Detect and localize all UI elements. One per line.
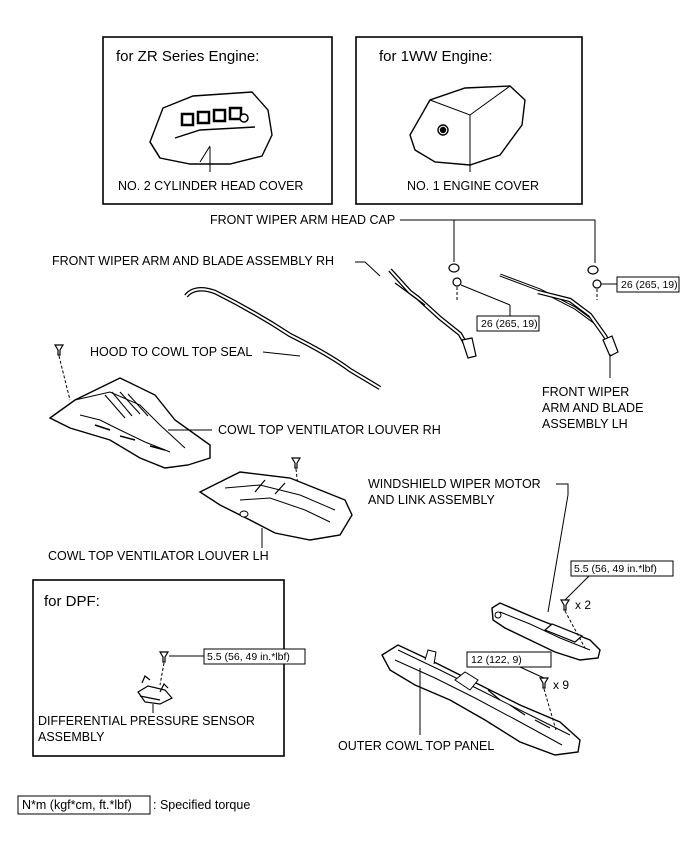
label-hood-to-cowl-top-seal: HOOD TO COWL TOP SEAL <box>90 345 252 359</box>
legend: N*m (kgf*cm, ft.*lbf) : Specified torque <box>17 795 250 815</box>
engine-cover-illustration <box>409 85 526 166</box>
label-wiper-lh-2: ARM AND BLADE <box>542 401 643 415</box>
cowl-louver-rh: COWL TOP VENTILATOR LOUVER RH <box>48 344 441 469</box>
inset-zr-header: for ZR Series Engine: <box>116 48 259 65</box>
inset-1ww-engine: for 1WW Engine: NO. 1 ENGINE COVER <box>355 36 583 205</box>
bolt-panel <box>538 677 550 689</box>
multiplier-motor: x 2 <box>575 598 591 612</box>
label-outer-cowl-top-panel: OUTER COWL TOP PANEL <box>338 739 494 753</box>
label-no2-cylinder-head-cover: NO. 2 CYLINDER HEAD COVER <box>118 179 303 193</box>
multiplier-panel: x 9 <box>553 678 569 692</box>
label-wiper-lh-1: FRONT WIPER <box>542 385 629 399</box>
cylinder-head-cover-illustration <box>149 91 273 165</box>
torque-dpf: 5.5 (56, 49 in.*lbf) <box>207 651 290 663</box>
label-pressure-sensor-1: DIFFERENTIAL PRESSURE SENSOR <box>38 714 255 728</box>
label-wiper-motor-1: WINDSHIELD WIPER MOTOR <box>368 477 541 491</box>
inset-1ww-header: for 1WW Engine: <box>379 48 492 65</box>
torque-panel: 12 (122, 9) <box>471 654 522 666</box>
head-cap-lh <box>587 265 599 275</box>
cowl-louver-lh: COWL TOP VENTILATOR LOUVER LH <box>48 457 353 563</box>
wiper-motor-link: WINDSHIELD WIPER MOTOR AND LINK ASSEMBLY… <box>368 477 674 661</box>
label-cowl-louver-lh: COWL TOP VENTILATOR LOUVER LH <box>48 549 269 563</box>
torque-wiper-rh: 26 (265, 19) <box>481 318 538 330</box>
legend-box-text: N*m (kgf*cm, ft.*lbf) <box>22 798 132 812</box>
clip-louver-lh <box>290 457 302 469</box>
inset-dpf-header: for DPF: <box>44 593 100 610</box>
torque-wiper-lh: 26 (265, 19) <box>621 279 678 291</box>
label-front-wiper-arm-head-cap: FRONT WIPER ARM HEAD CAP <box>210 213 395 227</box>
label-wiper-motor-2: AND LINK ASSEMBLY <box>368 493 496 507</box>
wiper-head-caps: FRONT WIPER ARM HEAD CAP <box>210 213 599 275</box>
pressure-sensor-illustration <box>137 675 173 705</box>
nut-rh <box>452 277 462 287</box>
bolt-motor <box>559 599 571 611</box>
label-wiper-lh-3: ASSEMBLY LH <box>542 417 628 431</box>
inset-dpf: for DPF: 5.5 (56, 49 in.*lbf) DIFFERENTI… <box>32 579 306 757</box>
wiper-arm-lh: 26 (265, 19) FRONT WIPER ARM AND BLADE A… <box>499 273 680 431</box>
bolt-dpf <box>158 651 170 663</box>
label-no1-engine-cover: NO. 1 ENGINE COVER <box>407 179 539 193</box>
label-front-wiper-arm-rh: FRONT WIPER ARM AND BLADE ASSEMBLY RH <box>52 254 334 268</box>
label-cowl-louver-rh: COWL TOP VENTILATOR LOUVER RH <box>218 423 441 437</box>
inset-zr-engine: for ZR Series Engine: NO. 2 CYLINDER HEA… <box>102 36 333 205</box>
hood-to-cowl-top-seal: HOOD TO COWL TOP SEAL <box>90 287 382 390</box>
wiper-arm-rh: FRONT WIPER ARM AND BLADE ASSEMBLY RH 26… <box>52 254 540 359</box>
outer-cowl-top-panel: OUTER COWL TOP PANEL 12 (122, 9) x 9 <box>338 644 581 756</box>
label-pressure-sensor-2: ASSEMBLY <box>38 730 105 744</box>
nut-lh <box>592 279 602 289</box>
torque-motor: 5.5 (56, 49 in.*lbf) <box>574 563 657 575</box>
clip-louver-rh <box>53 344 65 356</box>
legend-text: : Specified torque <box>153 798 250 812</box>
head-cap-rh <box>448 263 460 273</box>
